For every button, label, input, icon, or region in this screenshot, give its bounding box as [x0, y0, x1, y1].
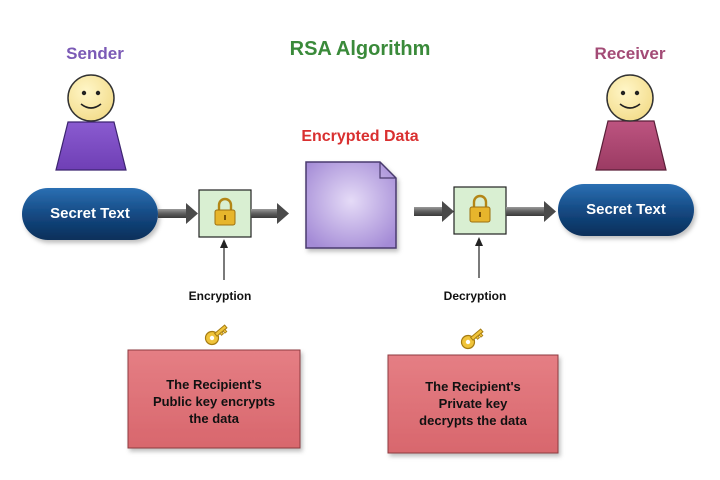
encrypted-data-label: Encrypted Data	[301, 128, 419, 145]
lock-icon	[469, 194, 491, 223]
arrow-encryption-label-up	[220, 239, 228, 280]
public-key-note-box	[127, 349, 301, 449]
arrow-decrypt-to-receiver	[506, 201, 556, 222]
private-key-note-box	[387, 354, 559, 454]
private-key-note-line: Private key	[438, 396, 508, 411]
key-icon	[204, 324, 228, 346]
public-key-note: The Recipient's Public key encrypts the …	[128, 376, 300, 427]
encryption-label: Encryption	[188, 289, 252, 303]
public-key-note-line: The Recipient's	[166, 377, 262, 392]
arrow-sender-to-encrypt	[158, 203, 198, 224]
key-icon	[460, 328, 484, 350]
diagram-title: RSA Algorithm	[289, 38, 431, 60]
sender-secret-pill	[22, 188, 158, 240]
lock-icon	[214, 197, 236, 226]
sender-person-icon	[55, 74, 127, 171]
sender-secret-text: Secret Text	[50, 205, 130, 222]
arrow-decryption-label-up	[475, 237, 483, 278]
private-key-note-line: decrypts the data	[419, 413, 527, 428]
private-key-note-line: The Recipient's	[425, 379, 521, 394]
receiver-label: Receiver	[594, 44, 666, 63]
receiver-secret-pill	[558, 184, 694, 236]
sender-label: Sender	[66, 44, 124, 63]
public-key-note-line: Public key encrypts	[152, 394, 276, 409]
encrypted-data-document-icon	[305, 161, 397, 249]
private-key-note: The Recipient's Private key decrypts the…	[388, 378, 558, 429]
receiver-person-icon	[595, 74, 667, 171]
arrow-encrypt-to-data	[251, 203, 289, 224]
public-key-note-line: the data	[189, 411, 239, 426]
arrow-data-to-decrypt	[414, 201, 454, 222]
decryption-label: Decryption	[443, 289, 507, 303]
receiver-secret-text: Secret Text	[586, 201, 666, 218]
